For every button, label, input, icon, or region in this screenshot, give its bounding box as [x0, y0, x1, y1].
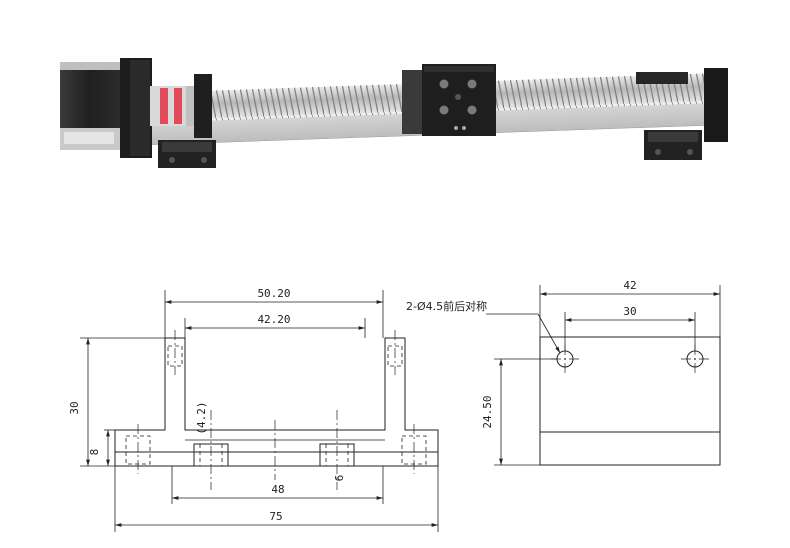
hole-note: 2-Ø4.5前后对称: [406, 299, 487, 313]
dim-side-width: 42: [623, 279, 636, 292]
left-bearing-block: [194, 74, 212, 138]
side-plate-outline: [539, 336, 721, 466]
bracket-outline: [114, 337, 439, 467]
stepper-motor: [60, 58, 152, 158]
dim-height: 30: [68, 401, 81, 414]
dim-total-width: 75: [269, 510, 282, 523]
dim-outer-top: 50.20: [257, 287, 290, 300]
shaft-coupling: [150, 86, 194, 126]
dim-side-hole-spacing: 30: [623, 305, 636, 318]
slider-carriage: [402, 64, 496, 136]
dim-hole-spacing: 48: [271, 483, 284, 496]
dim-base-height: 8: [88, 449, 101, 456]
right-mount-foot: [644, 130, 702, 160]
side-view-drawing: 42 30 24.50 2-Ø4.5前后对称: [406, 279, 721, 466]
actuator-photo: [60, 58, 728, 168]
left-mount-foot: [158, 140, 216, 168]
dim-slot: 6: [333, 475, 346, 482]
dim-side-height: 24.50: [481, 395, 494, 428]
dim-hole-offset: (4.2): [195, 401, 208, 434]
dim-inner-top: 42.20: [257, 313, 290, 326]
front-view-drawing: 50.20 42.20 30 8 (4.2) 6 48 75: [68, 287, 439, 532]
right-end-block: [636, 68, 728, 142]
